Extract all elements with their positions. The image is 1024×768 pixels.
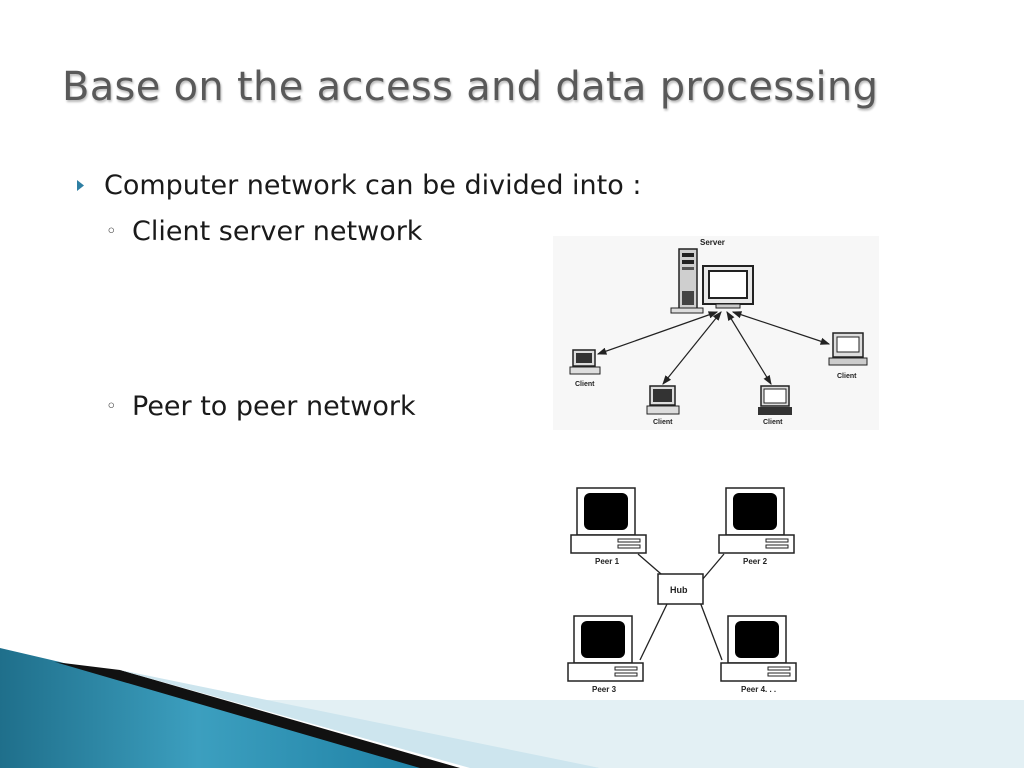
client-computer-icon: Client bbox=[828, 332, 868, 380]
server-tower-icon bbox=[670, 248, 704, 314]
triangle-right-icon bbox=[74, 170, 88, 207]
client-computer-icon: Client bbox=[646, 385, 680, 426]
svg-text:Peer 4. . .: Peer 4. . . bbox=[741, 685, 776, 694]
svg-text:Client: Client bbox=[653, 419, 673, 426]
svg-text:Peer 1: Peer 1 bbox=[595, 557, 620, 566]
peer-computer-icon: Peer 1 bbox=[570, 487, 647, 566]
server-label: Server bbox=[700, 238, 725, 247]
peer-to-peer-diagram: Hub Peer 1 Peer 2 Peer 3 Peer 4. . . bbox=[567, 487, 797, 694]
peer-computer-icon: Peer 2 bbox=[718, 487, 795, 566]
peer-computer-icon: Peer 4. . . bbox=[720, 615, 797, 694]
hub-box: Hub bbox=[657, 573, 704, 605]
svg-text:Client: Client bbox=[763, 419, 783, 426]
svg-text:Client: Client bbox=[575, 381, 595, 388]
client-computer-icon: Client bbox=[758, 385, 792, 426]
sub-item-label: Client server network bbox=[132, 216, 423, 247]
slide-title: Base on the access and data processing bbox=[62, 64, 879, 110]
client-server-diagram: Server Client Client Client bbox=[553, 236, 879, 430]
hollow-circle-icon: ◦ bbox=[106, 221, 117, 242]
bullet-text: Computer network can be divided into : bbox=[104, 170, 642, 201]
server-monitor-icon bbox=[702, 265, 754, 309]
svg-text:Peer 3: Peer 3 bbox=[592, 685, 617, 694]
sub-item-label: Peer to peer network bbox=[132, 391, 416, 422]
svg-text:Client: Client bbox=[837, 373, 857, 380]
client-computer-icon: Client bbox=[569, 349, 601, 388]
hollow-circle-icon: ◦ bbox=[106, 396, 117, 417]
peer-computer-icon: Peer 3 bbox=[567, 615, 644, 694]
hub-label: Hub bbox=[670, 585, 688, 595]
svg-text:Peer 2: Peer 2 bbox=[743, 557, 768, 566]
decorative-swoosh bbox=[0, 648, 1024, 768]
